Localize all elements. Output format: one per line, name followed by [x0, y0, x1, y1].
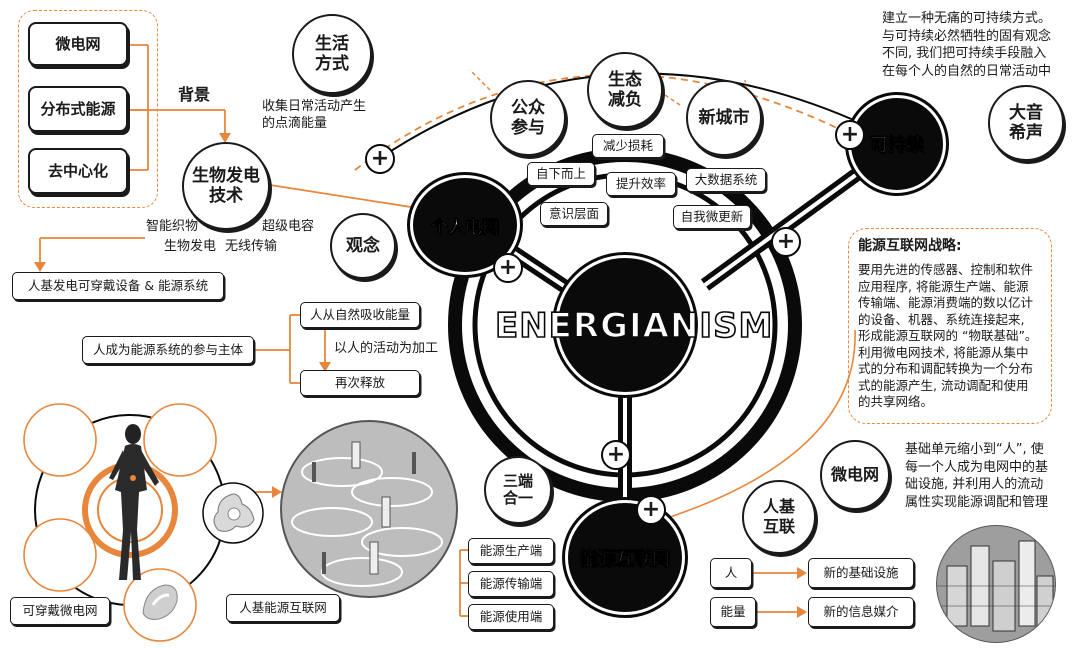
human-energy-internet-box: 人基能源互联网: [226, 594, 340, 622]
self-renewal-label: 自我微更新: [680, 208, 744, 224]
collect-energy-text: 收集日常活动产生 的点滴能量: [262, 99, 367, 131]
energy-internet-label: 能源互联网: [580, 548, 671, 570]
plus-button-bottom[interactable]: +: [601, 440, 631, 470]
city-illustration-image: [936, 525, 1056, 643]
strategy-body: 要用先进的传感器、控制和软件 应用程序, 将能源生产端、能源 传输端、能源消费端…: [858, 262, 1038, 409]
plus-button-energy[interactable]: +: [636, 495, 666, 525]
improve-efficiency-label: 提升效率: [615, 175, 666, 191]
microgrid-label: 微电网: [55, 34, 101, 53]
awareness-box: 意识层面: [540, 202, 608, 226]
absorb-energy-box: 人从自然吸收能量: [300, 302, 420, 328]
new-city-bubble: 新城市: [686, 80, 762, 156]
wearable-figure-image: [109, 424, 159, 580]
strategy-panel: [848, 228, 1052, 424]
big-sound-bubble: 大音 希声: [988, 85, 1064, 161]
new-infrastructure-box: 新的基础设施: [808, 558, 914, 588]
human-energy-internet-image: [280, 420, 458, 598]
smart-fabric-text: 智能织物: [146, 219, 199, 234]
bottom-orange-arc: [609, 329, 856, 536]
strategy-title: 能源互联网战略:: [858, 238, 962, 254]
transmission-end-label: 能源传输端: [479, 575, 543, 591]
person-label: 人: [724, 564, 738, 580]
reduce-loss-label: 减少损耗: [602, 137, 653, 153]
process-activity-text: 以人的活动为加工: [334, 341, 439, 356]
plus-button-personal[interactable]: +: [493, 253, 523, 283]
bottom-up-box: 自下而上: [527, 162, 595, 186]
absorb-energy-label: 人从自然吸收能量: [309, 306, 410, 322]
wearable-microgrid-label: 可穿戴微电网: [22, 602, 98, 618]
release-again-label: 再次释放: [334, 374, 385, 390]
three-in-one-bubble: 三端 合一: [484, 456, 552, 524]
microgrid-bubble: 微电网: [820, 440, 890, 510]
human-interconnect-bubble: 人基 互联: [742, 480, 816, 554]
person-box: 人: [710, 558, 752, 588]
decentralize-box: 去中心化: [28, 148, 128, 194]
microgrid-box: 微电网: [28, 22, 128, 66]
sustainable-label: 可持续: [870, 135, 925, 157]
personal-grid-label: 个人电网: [431, 217, 500, 238]
wearable-system-label: 人基发电可穿戴设备 & 能源系统: [27, 277, 209, 293]
center-title: ENERGIANISM: [494, 305, 774, 347]
supercapacitor-text: 超级电容: [262, 219, 315, 234]
distributed-energy-box: 分布式能源: [28, 86, 128, 132]
consumption-end-label: 能源使用端: [479, 608, 543, 624]
plus-button-sustain[interactable]: +: [835, 120, 865, 150]
sustain-description: 建立一种无痛的可持续方式。 与可持续必然牺牲的固有观念 不同, 我们把可持续手段…: [882, 11, 1052, 79]
concept-bubble: 观念: [330, 213, 396, 279]
big-data-label: 大数据系统: [694, 171, 758, 187]
reduce-loss-box: 减少损耗: [592, 134, 664, 158]
self-renewal-box: 自我微更新: [673, 205, 751, 229]
personal-grid-hub: 个人电网: [410, 175, 520, 275]
distributed-energy-label: 分布式能源: [40, 99, 116, 118]
improve-efficiency-box: 提升效率: [606, 172, 676, 196]
decentralize-label: 去中心化: [47, 161, 108, 180]
consumption-end-box: 能源使用端: [468, 604, 554, 630]
transmission-end-box: 能源传输端: [468, 571, 554, 597]
sustainable-hub: 可持续: [848, 95, 946, 193]
left-panel: [18, 10, 158, 208]
release-again-box: 再次释放: [300, 370, 420, 396]
lifestyle-bubble: 生活 方式: [292, 14, 372, 94]
production-end-box: 能源生产端: [468, 538, 554, 564]
unit-description: 基础单元缩小到“人”, 使 每一个人成为电网中的基 础设施, 并利用人的流动 属…: [905, 442, 1049, 510]
bottom-up-label: 自下而上: [535, 165, 586, 181]
background-label: 背景: [178, 85, 211, 104]
production-end-label: 能源生产端: [479, 542, 543, 558]
energy-label: 能量: [720, 603, 746, 619]
bio-power-small-text: 生物发电: [164, 239, 217, 254]
new-info-media-label: 新的信息媒介: [823, 603, 899, 619]
participant-box: 人成为能源系统的参与主体: [82, 336, 254, 364]
bio-power-bubble: 生物发电 技术: [182, 142, 270, 230]
participant-label: 人成为能源系统的参与主体: [92, 341, 243, 357]
center-hub: [555, 255, 695, 395]
plus-button-left[interactable]: +: [365, 144, 395, 174]
energy-internet-hub: 能源互联网: [565, 500, 685, 615]
eco-reduction-bubble: 生态 减负: [587, 52, 663, 128]
awareness-label: 意识层面: [548, 205, 599, 221]
energy-box: 能量: [710, 597, 756, 627]
wearable-system-box: 人基发电可穿戴设备 & 能源系统: [12, 272, 224, 300]
new-info-media-box: 新的信息媒介: [808, 597, 914, 627]
human-energy-internet-label: 人基能源互联网: [239, 599, 327, 615]
big-data-box: 大数据系统: [686, 168, 766, 192]
wearable-device-image: [142, 584, 178, 620]
new-infrastructure-label: 新的基础设施: [823, 564, 899, 580]
tri-device-image: [213, 493, 255, 532]
wearable-microgrid-box: 可穿戴微电网: [10, 597, 110, 625]
wireless-transfer-text: 无线传输: [225, 239, 278, 254]
plus-button-right[interactable]: +: [771, 227, 801, 257]
public-participation-bubble: 公众 参与: [490, 80, 566, 156]
